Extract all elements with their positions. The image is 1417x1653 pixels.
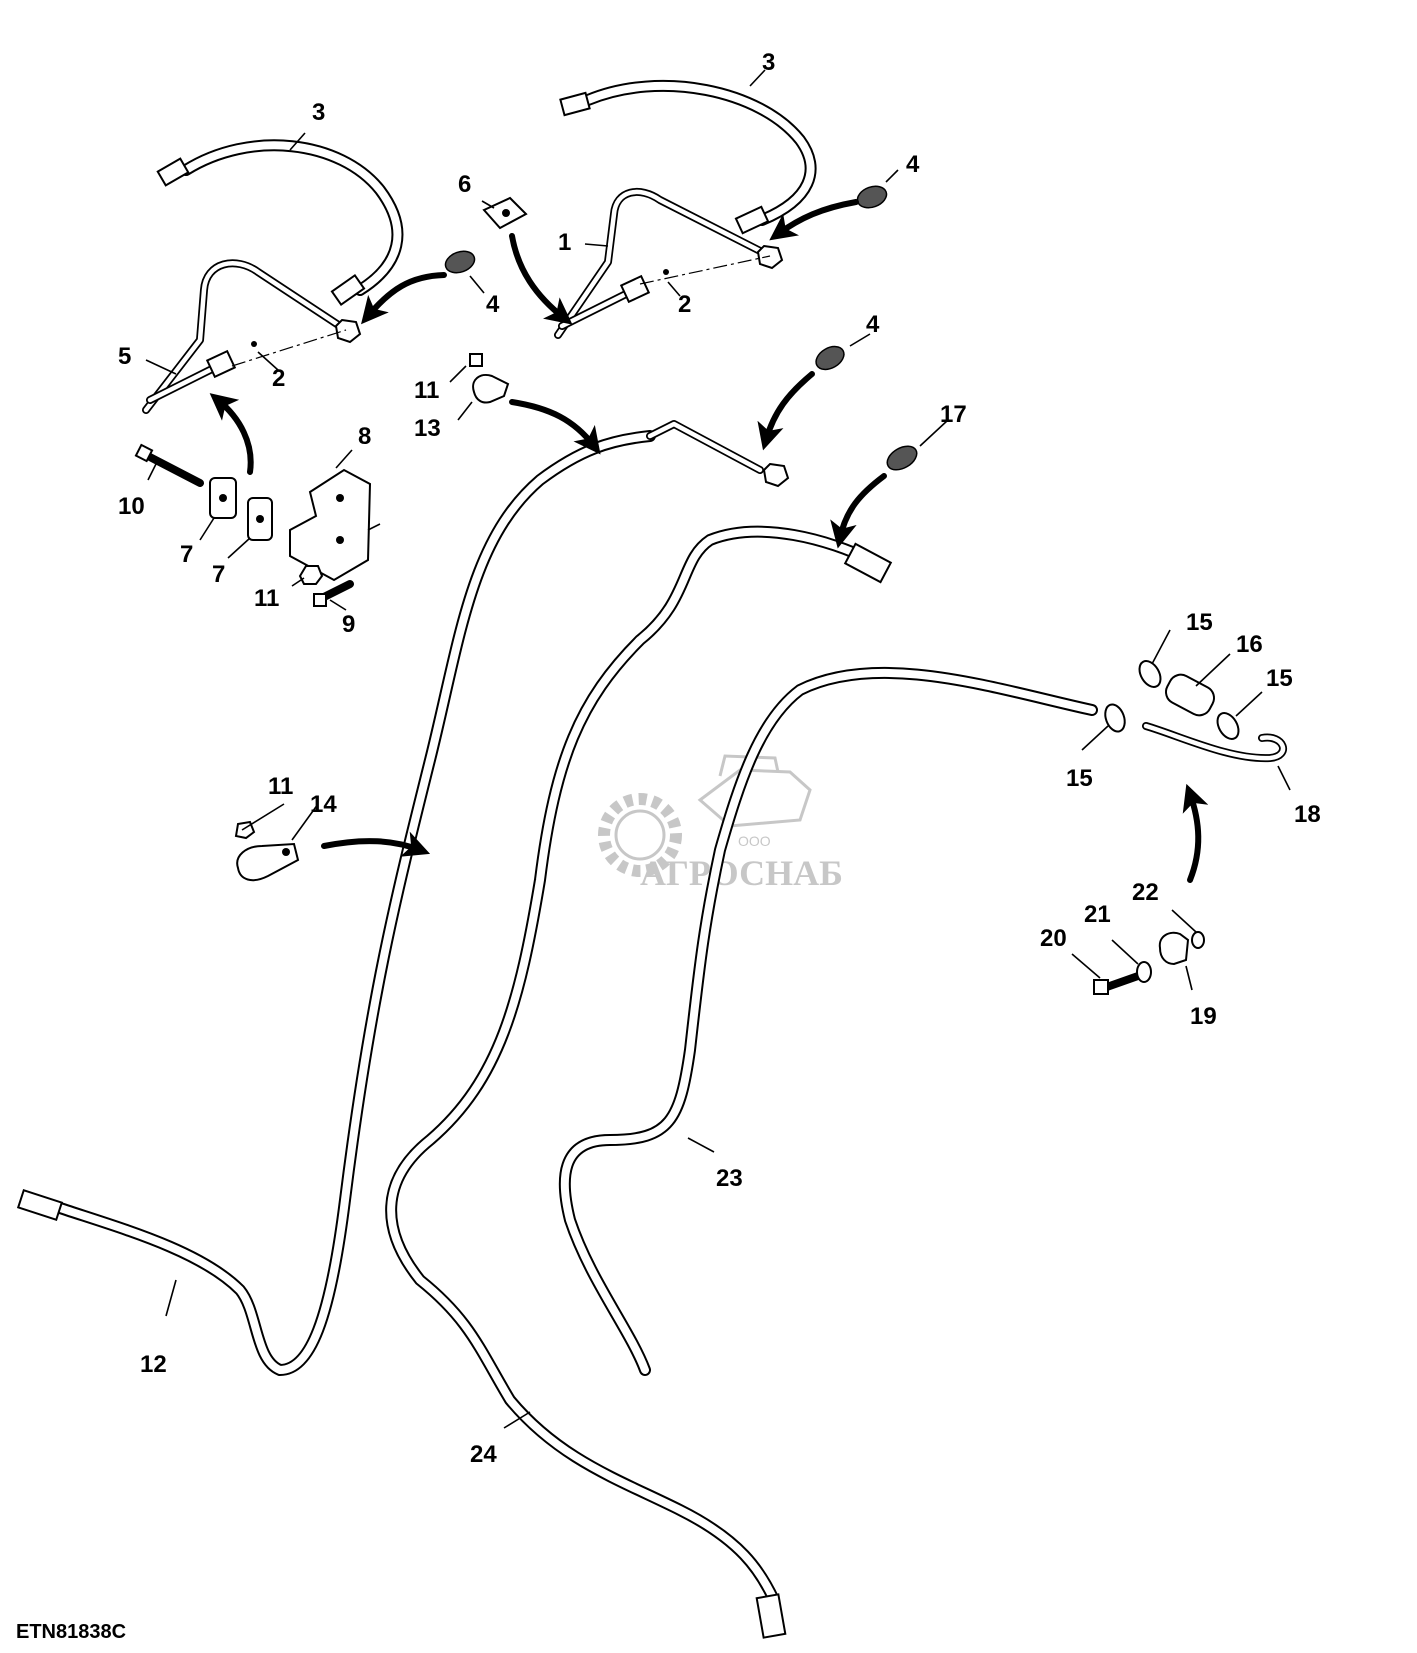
hose-3-left [156,139,404,306]
callout-7-b: 7 [212,561,225,588]
callout-2-left: 2 [272,365,285,392]
callout-9: 9 [342,611,355,638]
callout-4-top-right: 4 [906,151,920,178]
callout-3-right: 3 [762,49,775,76]
washer-21 [1136,961,1152,983]
hose-3-right [559,79,817,235]
clamp-ring-15-lower [1104,703,1126,733]
clamp-ring-15-right [1216,712,1240,740]
callout-4-middle: 4 [866,311,880,338]
callout-2-right: 2 [678,291,691,318]
cap-4-middle [815,345,845,371]
watermark: ООО АГРОСНАБ [598,754,843,893]
callout-21: 21 [1084,901,1111,928]
fitting-nut [205,349,237,379]
callout-14: 14 [310,791,337,818]
callout-24: 24 [470,1441,497,1468]
callout-11-bracket: 11 [254,585,279,612]
callout-8: 8 [358,423,371,450]
callout-23: 23 [716,1165,743,1192]
bolt-10 [134,443,204,487]
clamp-14 [236,842,300,882]
callout-16: 16 [1236,631,1263,658]
callout-20: 20 [1040,925,1067,952]
callout-11-lower: 11 [268,773,293,800]
nut-11-bracket [298,565,324,585]
callout-3-left: 3 [312,99,325,126]
hose-23 [558,666,1098,1376]
callout-11-top: 11 [414,377,439,404]
hex-nut-end [756,244,784,270]
callout-6: 6 [458,171,471,198]
clamp-7-a [209,477,237,519]
callout-labels: 3 3 6 1 4 4 2 5 2 4 11 13 17 8 10 7 7 11… [118,49,1321,1468]
clamp-ring-15-upper [1138,660,1162,688]
cap-17 [886,445,918,471]
nut-11-top [469,353,483,367]
clip-6 [482,196,528,230]
callout-22: 22 [1132,879,1159,906]
indicator-arrows [209,199,1209,883]
callout-15-top: 15 [1186,609,1213,636]
hex-nut-end [334,318,362,344]
callout-15-lower: 15 [1066,765,1093,792]
callout-4-left: 4 [486,291,500,318]
clamp-19 [1158,931,1190,966]
callout-12: 12 [140,1351,167,1378]
hose-12 [16,420,790,1376]
clamp-7-b [247,497,273,541]
tube-assembly-left [142,259,362,414]
washer-22 [1191,931,1205,949]
callout-13: 13 [414,415,441,442]
watermark-company-prefix: ООО [738,833,771,849]
figure-reference: ETN81838C [16,1621,126,1643]
callout-15-right: 15 [1266,665,1293,692]
leader-lines [145,69,1291,1429]
callout-18: 18 [1294,801,1321,828]
callout-7-a: 7 [180,541,193,568]
mounting-bracket-8 [289,468,381,582]
callout-5: 5 [118,343,131,370]
sleeve-16 [1164,673,1216,717]
hose-24 [385,525,893,1639]
clamp-13 [472,374,510,404]
watermark-company-name: АГРОСНАБ [640,853,843,893]
callout-1: 1 [558,229,571,256]
tube-18 [1142,722,1287,763]
callout-19: 19 [1190,1003,1217,1030]
tube-assembly-right [554,188,784,339]
screw-9 [313,580,354,607]
cap-4-right-top [856,185,888,209]
callout-17: 17 [940,401,967,428]
callout-10: 10 [118,493,145,520]
bolt-20 [1093,972,1142,995]
cap-4-left [444,250,476,274]
fitting-nut [619,274,651,304]
